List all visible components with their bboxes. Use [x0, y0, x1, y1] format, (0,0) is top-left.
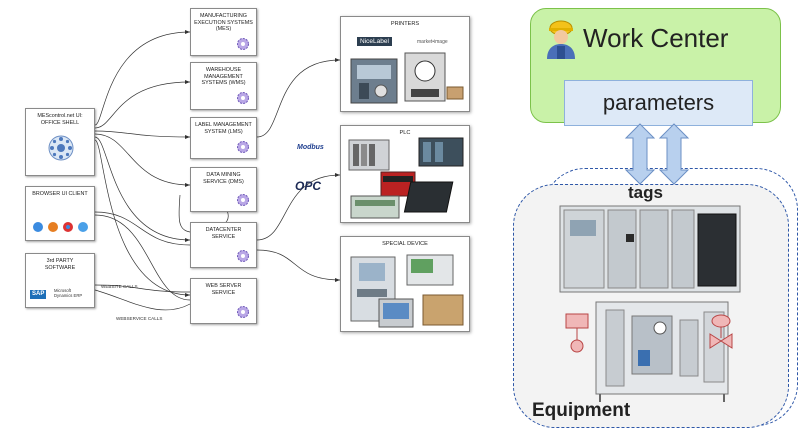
client-office-shell-label: MEScontrol.net UI: OFFICE SHELL: [37, 113, 83, 126]
service-dms-label: DATA MINING SERVICE (DMS): [203, 172, 244, 185]
service-lms-label: LABEL MANAGEMENT SYSTEM (LMS): [195, 122, 252, 135]
gear-icon: [237, 306, 249, 318]
plc-images: [348, 137, 464, 219]
work-center-box: Work Center parameters: [530, 8, 781, 126]
service-mes-label: MANUFACTURING EXECUTION SYSTEMS (MES): [194, 13, 253, 33]
opc-logo: OPC: [295, 179, 322, 193]
webservice-calls-label: WEBSERVICE CALLS: [116, 316, 163, 321]
gear-icon: [237, 250, 249, 262]
browser-icons: [32, 221, 92, 236]
plc-rack: [559, 205, 741, 293]
client-third-party: 3rd PARTY SOFTWARE SAP Microsoft Dynamic…: [25, 253, 95, 308]
data-exchange-arrows: [624, 123, 690, 185]
special-device-title: SPECIAL DEVICE: [382, 241, 428, 247]
marketimage-logo: market•image: [417, 39, 448, 45]
service-lms: LABEL MANAGEMENT SYSTEM (LMS): [190, 117, 257, 159]
service-datacenter-label: DATACENTER SERVICE: [205, 227, 242, 240]
office-shell-icon: [48, 135, 74, 161]
client-office-shell: MEScontrol.net UI: OFFICE SHELL: [25, 108, 95, 176]
firefox-icon: [48, 222, 58, 232]
service-datacenter: DATACENTER SERVICE: [190, 222, 257, 268]
service-web-server: WEB SERVER SERVICE: [190, 278, 257, 324]
service-web-server-label: WEB SERVER SERVICE: [205, 283, 242, 296]
device-plc: PLC: [340, 125, 470, 223]
tags-label: tags: [628, 183, 663, 202]
device-printers: PRINTERS NiceLabel market•image: [340, 16, 470, 112]
modbus-logo: Modbus: [297, 144, 324, 151]
gear-icon: [237, 92, 249, 104]
work-center-title: Work Center: [583, 23, 729, 53]
parameters-box: parameters: [564, 80, 753, 126]
service-wms-label: WAREHOUSE MANAGEMENT SYSTEMS (WMS): [201, 67, 246, 87]
client-third-party-label: 3rd PARTY SOFTWARE: [44, 258, 76, 271]
plc-title: PLC: [399, 130, 411, 136]
gear-icon: [237, 194, 249, 206]
gear-icon: [237, 141, 249, 153]
microsoft-dynamics-logo: Microsoft Dynamics ERP: [54, 288, 83, 298]
safari-icon: [78, 222, 88, 232]
printers-title: PRINTERS: [390, 21, 420, 27]
website-calls-label: WEBSITE CALLS: [101, 284, 138, 289]
service-mes: MANUFACTURING EXECUTION SYSTEMS (MES): [190, 8, 257, 56]
printer-images: [350, 52, 464, 104]
gear-icon: [237, 38, 249, 50]
worker-icon: [547, 20, 575, 59]
valve-icon: [709, 314, 733, 349]
ie-icon: [33, 222, 43, 232]
sensor-icon: [565, 313, 589, 353]
process-machine: [595, 301, 729, 402]
client-browser-ui: BROWSER UI CLIENT: [25, 186, 95, 241]
nicelabel-logo: NiceLabel: [357, 37, 392, 46]
equipment-label: Equipment: [532, 400, 631, 421]
device-special: SPECIAL DEVICE: [340, 236, 470, 332]
service-dms: DATA MINING SERVICE (DMS): [190, 167, 257, 212]
sap-logo: SAP: [30, 290, 47, 299]
client-browser-label: BROWSER UI CLIENT: [32, 191, 88, 197]
service-wms: WAREHOUSE MANAGEMENT SYSTEMS (WMS): [190, 62, 257, 110]
equipment-illustration: [559, 205, 741, 402]
special-device-images: [350, 254, 464, 328]
